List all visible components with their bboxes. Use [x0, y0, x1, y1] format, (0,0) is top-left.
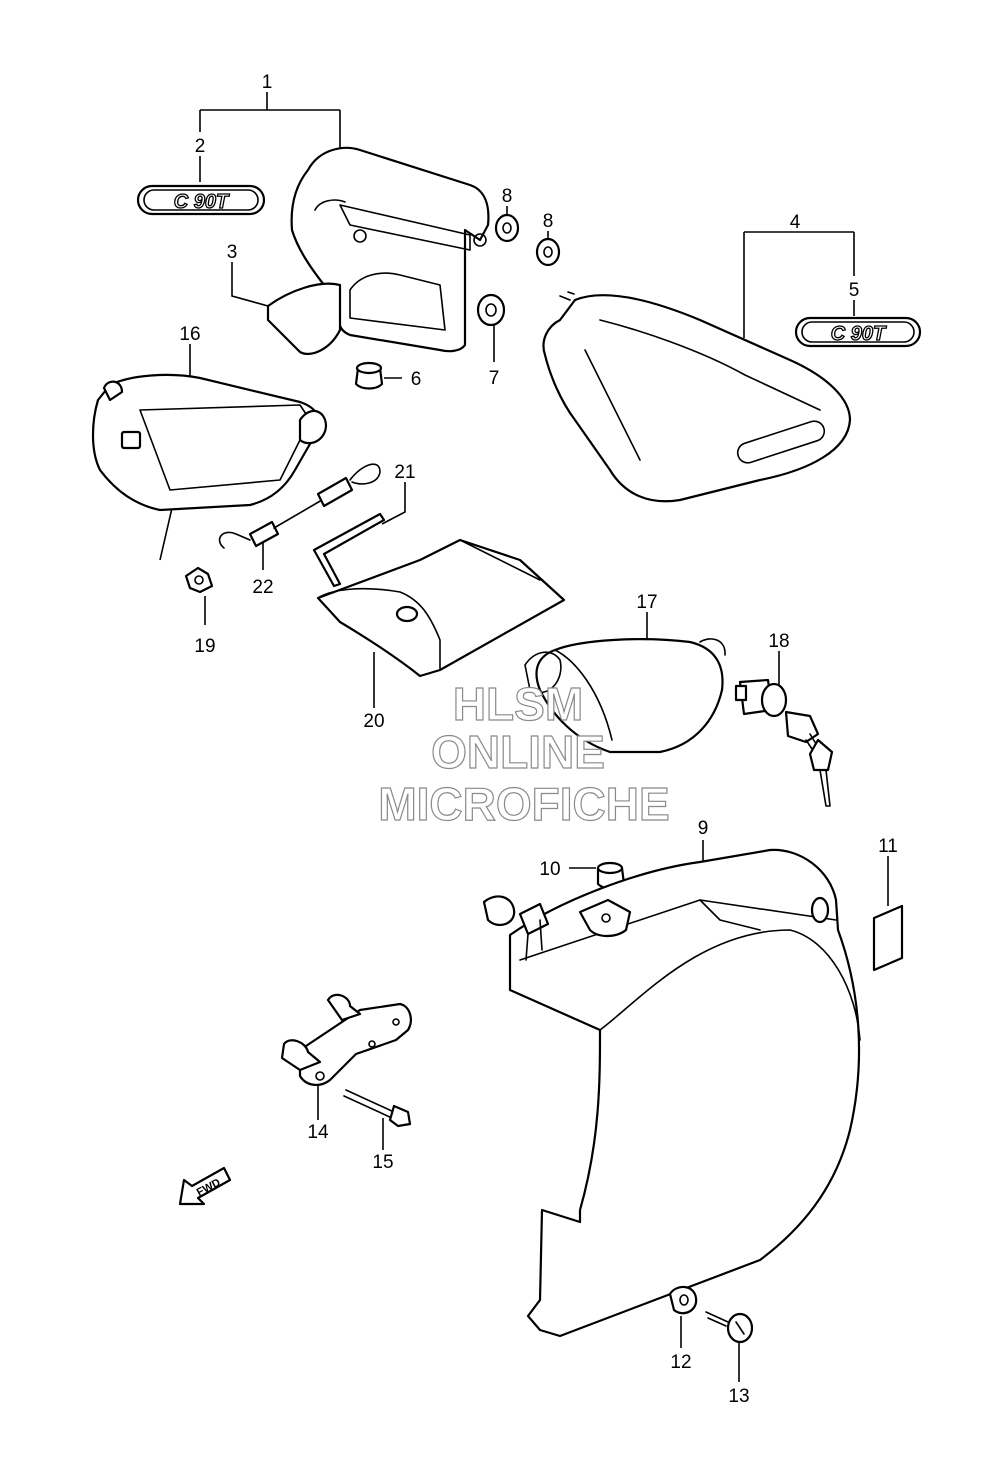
- callout-10: 10: [539, 859, 560, 880]
- callout-7: 7: [489, 368, 500, 389]
- part-6-cushion: [354, 361, 384, 390]
- callout-15: 15: [372, 1152, 393, 1173]
- callout-3: 3: [227, 242, 238, 263]
- watermark: HLSM ONLINE MICROFICHE: [378, 677, 671, 830]
- callout-14: 14: [307, 1122, 329, 1143]
- callout-20: 20: [363, 711, 384, 732]
- badge-right: C 90T: [794, 316, 922, 348]
- callout-18: 18: [768, 631, 789, 652]
- fwd-label: FWD: [195, 1176, 223, 1198]
- callout-12: 12: [670, 1352, 691, 1373]
- callout-8b: 8: [543, 211, 554, 232]
- part-12-grommet: [668, 1285, 698, 1315]
- callout-17: 17: [636, 592, 657, 613]
- callout-16: 16: [179, 324, 200, 345]
- watermark-line2: ONLINE: [431, 726, 605, 778]
- grommets-upper: [354, 213, 561, 390]
- part-11-label: [872, 904, 904, 972]
- callout-19: 19: [194, 636, 215, 657]
- callout-numbers: 1 2 3 4 5 6 7 8 8 9 10 11 12 13 14 15 16…: [179, 72, 897, 1407]
- watermark-line3: MICROFICHE: [378, 778, 669, 830]
- callout-21: 21: [394, 462, 415, 483]
- part-8b-grommet: [535, 237, 561, 267]
- fwd-arrow-icon: FWD: [178, 1166, 232, 1206]
- part-17-lamp: [524, 638, 726, 754]
- callout-6: 6: [411, 369, 422, 390]
- part-8a-grommet: [494, 213, 520, 243]
- part-18-lock: [734, 678, 834, 807]
- badge-left-text: C 90T: [174, 191, 230, 213]
- part-22-cable: [218, 463, 381, 549]
- callout-9: 9: [698, 818, 709, 839]
- callout-11: 11: [878, 836, 898, 857]
- part-13-screw: [705, 1311, 754, 1344]
- badge-right-text: C 90T: [831, 323, 887, 345]
- part-4-side-cover: [542, 291, 852, 503]
- part-19-bolt: [184, 566, 214, 594]
- callout-13: 13: [728, 1386, 749, 1407]
- badge-left: C 90T: [136, 184, 266, 216]
- part-1-cowl: [266, 146, 490, 356]
- part-9-side-cover: [482, 848, 861, 1338]
- part-7-grommet: [476, 293, 506, 327]
- callout-2: 2: [195, 136, 206, 157]
- part-14-bracket: [280, 993, 412, 1086]
- part-21-wrench: [312, 512, 386, 588]
- part-15-bolt: [343, 1089, 412, 1128]
- part-20-tool-bag: [316, 538, 566, 678]
- callout-8a: 8: [502, 186, 513, 207]
- callout-4: 4: [790, 212, 801, 233]
- callout-22: 22: [252, 577, 273, 598]
- part-16-tool-tray: [91, 373, 328, 512]
- watermark-line1: HLSM: [453, 678, 583, 730]
- callout-5: 5: [849, 280, 860, 301]
- callout-1: 1: [262, 72, 273, 93]
